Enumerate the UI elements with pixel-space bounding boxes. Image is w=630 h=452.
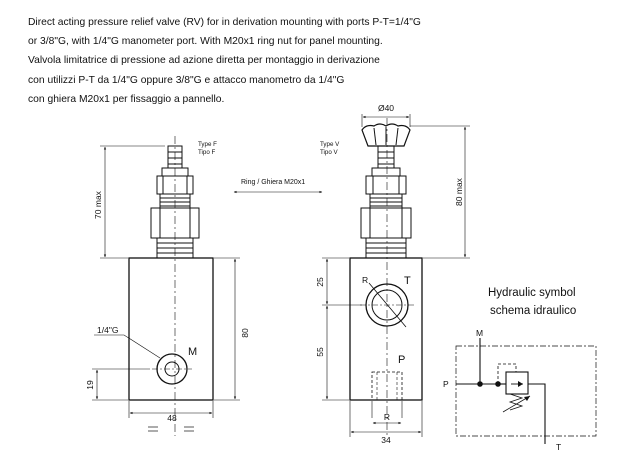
dim-diameter-40: Ø40 [378,103,394,113]
dim-48: 48 [167,413,177,423]
ring-note: Ring / Ghiera M20x1 [241,179,305,186]
ring-note-group: Ring / Ghiera M20x1 [233,179,323,194]
symbol-boundary [455,345,597,437]
port-thread-label: 1/4"G [97,325,118,335]
lock-nut-v [371,167,401,177]
port-t-label: T [404,275,411,287]
valve-body-right [349,257,423,401]
symbol-port-p: P [443,379,449,389]
dim-55: 55 [315,347,325,357]
dim-70-max: 70 max [93,190,103,219]
symbol-title-en: Hydraulic symbol [488,287,576,299]
dim-80-max: 80 max [454,177,464,206]
right-view-labels: Type V Tipo V Ø40 80 max 25 55 34 R T R … [315,103,464,445]
radius-label: R [362,275,368,285]
description-line: con utilizzi P-T da 1/4"G oppure 3/8"G e… [28,74,345,86]
left-view-labels: Type F Tipo F 70 max 80 19 48 1/4"G M [85,141,250,423]
tipo-v-label: Tipo V [320,149,339,156]
symbol-port-m: M [476,328,483,338]
type-v-label: Type V [320,141,340,148]
dim-r-bottom: R [384,412,390,422]
dim-25: 25 [315,277,325,287]
hydraulic-symbol-labels: Hydraulic symbol schema idraulico M P T [443,287,576,452]
right-view [322,114,470,437]
dim-19: 19 [85,380,95,390]
description-line: Valvola limitatrice di pressione ad azio… [28,55,380,67]
hex-nut-upper-v [365,175,407,195]
type-f-label: Type F [198,141,217,148]
port-m-label: M [188,346,197,358]
hex-nut-lower-v [360,207,412,239]
spring-icon [508,393,524,411]
tipo-f-label: Tipo F [198,149,216,156]
valve-body-left [128,257,214,401]
description-line: or 3/8"G, with 1/4"G manometer port. Wit… [28,36,383,48]
description-text: Direct acting pressure relief valve (RV)… [28,13,618,109]
description-line: con ghiera M20x1 per fissaggio a pannell… [28,93,225,105]
symbol-title-it: schema idraulico [490,305,576,317]
left-view [92,136,240,436]
knob-stem [377,145,395,169]
relief-valve-envelope [505,371,529,395]
description-line: Direct acting pressure relief valve (RV)… [28,17,421,28]
port-p-hidden [371,371,403,401]
dim-80: 80 [240,328,250,338]
hydraulic-symbol [455,338,597,444]
dim-34: 34 [381,435,391,445]
port-p-label: P [398,354,405,366]
symbol-port-t: T [556,442,561,452]
